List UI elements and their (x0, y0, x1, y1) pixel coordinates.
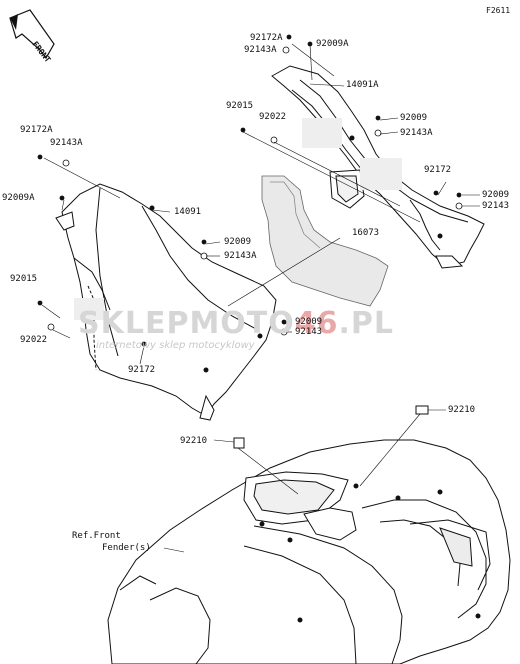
sticker-16073 (261, 175, 389, 307)
hardware-parts (37, 34, 463, 347)
watermark-tagline: internetowy sklep motocyklowy (96, 340, 255, 351)
figure-code: F2611 (486, 6, 511, 15)
label-92009a-left: 92009A (2, 193, 35, 203)
label-92009-lower: 92009 (295, 317, 323, 327)
washer-92143a-left (62, 159, 70, 167)
label-92210-right: 92210 (448, 405, 476, 415)
washer-92022-right (270, 136, 278, 144)
washer-92143-far-right (455, 202, 463, 210)
label-92143a-left: 92143A (50, 138, 83, 148)
label-92015-right: 92015 (226, 101, 254, 111)
bolt-92009-far-right (456, 192, 462, 198)
watermark-brand-num: 46 (294, 306, 339, 341)
label-92022-right: 92022 (259, 112, 287, 122)
bolt-92009-right (375, 115, 381, 121)
washer-92022-left (47, 323, 55, 331)
label-92022-left: 92022 (20, 335, 48, 345)
front-arrow-icon: FRONT (9, 9, 55, 64)
label-14091: 14091 (174, 207, 202, 217)
reference-note-line2: Fender(s) (102, 543, 151, 553)
label-92009a-top: 92009A (316, 39, 349, 49)
label-92172-right: 92172 (424, 165, 452, 175)
screw-92172a-top (286, 34, 292, 40)
label-92009-right: 92009 (400, 113, 428, 123)
label-92143a-top: 92143A (244, 45, 277, 55)
label-92143a-mid: 92143A (224, 251, 257, 261)
label-14091a: 14091A (346, 80, 379, 90)
upper-sticker-panel (302, 118, 342, 148)
clip-92210-left (233, 437, 245, 449)
label-92143a-right: 92143A (400, 128, 433, 138)
bolt-92015-right (240, 127, 246, 133)
clip-92210-right (415, 405, 429, 415)
watermark-brand-tld: .PL (338, 306, 395, 341)
label-92172-lower: 92172 (128, 365, 156, 375)
label-92009-far-right: 92009 (482, 190, 510, 200)
label-92015-left: 92015 (10, 274, 38, 284)
label-92210-left: 92210 (180, 436, 208, 446)
bolt-92015-left (37, 300, 43, 306)
label-16073: 16073 (352, 228, 380, 238)
label-92172a-top: 92172A (250, 33, 283, 43)
washer-92143a-top (282, 46, 290, 54)
screw-92172a-left (37, 154, 43, 160)
rear-fender-assembly (107, 439, 511, 664)
screw-92172-right (433, 190, 439, 196)
right-sticker-panel (360, 158, 402, 190)
watermark-brand: SKLEPMOTO46.PL (78, 306, 394, 341)
label-92143-far-right: 92143 (482, 201, 510, 211)
leader-lines (41, 43, 480, 553)
left-sticker-panel (74, 298, 104, 320)
label-92172a-left: 92172A (20, 125, 53, 135)
watermark-brand-mid: MOTO (189, 306, 295, 341)
side-cover-left-14091 (55, 183, 277, 421)
washer-92143a-right (374, 129, 382, 137)
watermark-brand-left: SKLEP (78, 306, 190, 341)
label-92143-lower: 92143 (295, 327, 323, 337)
reference-note-line1: Ref.Front (72, 531, 121, 541)
label-92009-left: 92009 (224, 237, 252, 247)
bolt-92009-left (201, 239, 207, 245)
bolt-92009a-left (59, 195, 65, 201)
